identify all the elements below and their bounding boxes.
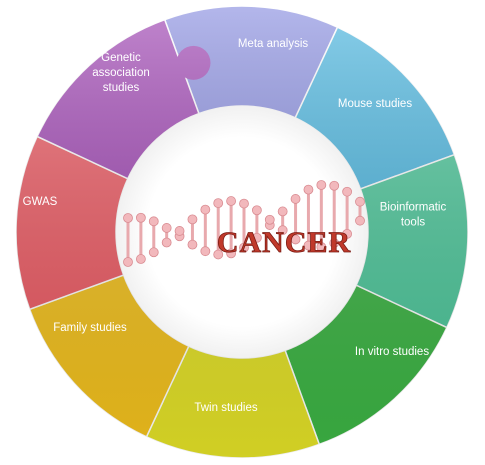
helix-bead: [226, 196, 237, 206]
cancer-word: CANCER: [217, 226, 351, 259]
helix-bead: [239, 198, 249, 209]
helix-bead: [213, 198, 224, 209]
helix-bead: [148, 216, 159, 227]
segment-label-genetic: Genetic association studies: [92, 52, 150, 94]
segment-label-line: Family studies: [53, 322, 127, 334]
segment-label-line: association: [92, 67, 150, 79]
helix-bead: [251, 232, 262, 243]
helix-bead: [161, 223, 172, 233]
helix-bead: [226, 248, 237, 259]
helix-bead: [355, 196, 365, 207]
segment-label-line: Bioinformatic: [380, 202, 447, 214]
helix-bead: [290, 194, 301, 204]
helix-bead: [329, 238, 340, 248]
helix-bead: [161, 237, 172, 248]
helix-bead: [239, 242, 249, 253]
segment-label-family: Family studies: [53, 322, 127, 334]
segment-label-line: Mouse studies: [338, 98, 412, 110]
helix-bead: [123, 257, 133, 267]
segment-label-gwas: GWAS: [23, 196, 58, 208]
segment-label-twin: Twin studies: [194, 402, 258, 414]
helix-bead: [251, 205, 262, 216]
helix-bead: [264, 214, 275, 225]
helix-bead: [277, 225, 288, 236]
segment-label-bioinf: Bioinformatic tools: [380, 202, 447, 229]
helix-bead: [290, 234, 301, 245]
helix-bead: [187, 214, 198, 225]
helix-bead: [213, 249, 224, 260]
helix-bead: [303, 184, 314, 195]
puzzle-knob-genetic: [176, 45, 211, 80]
helix-bead: [187, 239, 198, 250]
center-hole: [116, 106, 368, 358]
segment-label-line: Meta analysis: [238, 38, 309, 50]
helix-bead: [355, 215, 365, 226]
helix-bead: [174, 226, 185, 236]
segment-label-mouse: Mouse studies: [338, 98, 412, 110]
helix-bead: [329, 180, 340, 191]
segment-label-line: GWAS: [23, 196, 58, 208]
segment-label-line: studies: [103, 82, 140, 94]
helix-bead: [277, 206, 288, 217]
helix-bead: [316, 242, 327, 252]
helix-bead: [342, 186, 353, 197]
helix-bead: [148, 247, 159, 258]
segment-label-meta: Meta analysis: [238, 38, 309, 50]
helix-bead: [135, 212, 146, 223]
segment-label-invitro: In vitro studies: [355, 346, 429, 358]
dna-helix-image: [123, 180, 365, 267]
segment-label-line: Genetic: [101, 52, 141, 64]
segment-label-line: Twin studies: [194, 402, 258, 414]
segment-label-line: In vitro studies: [355, 346, 429, 358]
helix-bead: [342, 228, 353, 239]
helix-bead: [200, 204, 211, 215]
helix-bead: [123, 213, 133, 223]
helix-bead: [316, 180, 327, 190]
helix-bead: [303, 240, 314, 251]
segment-label-line: tools: [401, 217, 426, 229]
helix-bead: [200, 246, 211, 257]
helix-bead: [135, 254, 146, 264]
